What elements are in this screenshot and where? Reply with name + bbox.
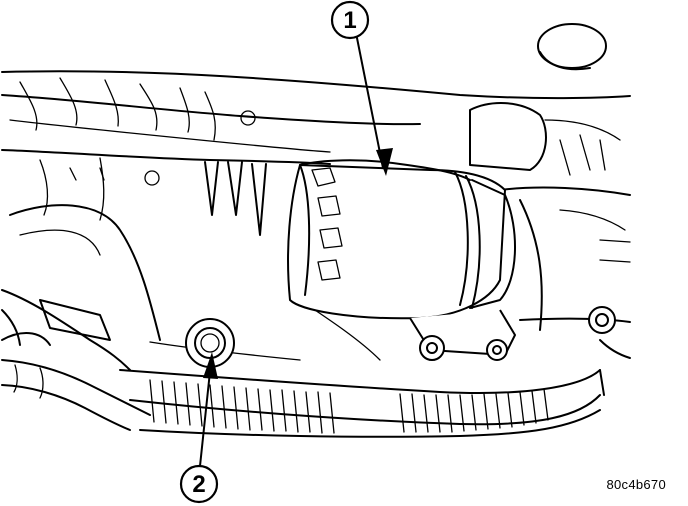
drain-plug xyxy=(185,318,235,368)
oil-filter xyxy=(287,159,517,361)
reference-code: 80c4b670 xyxy=(606,477,666,492)
callout-1-label: 1 xyxy=(343,7,356,34)
filler-cap xyxy=(537,23,607,69)
callout-1: 1 xyxy=(330,0,370,40)
leader-arrow-1 xyxy=(356,37,393,176)
callout-2: 2 xyxy=(179,464,219,504)
leader-arrow-2 xyxy=(199,352,218,467)
pan-ribs xyxy=(149,379,549,434)
callout-2-label: 2 xyxy=(192,471,205,498)
engine-block xyxy=(1,23,631,438)
